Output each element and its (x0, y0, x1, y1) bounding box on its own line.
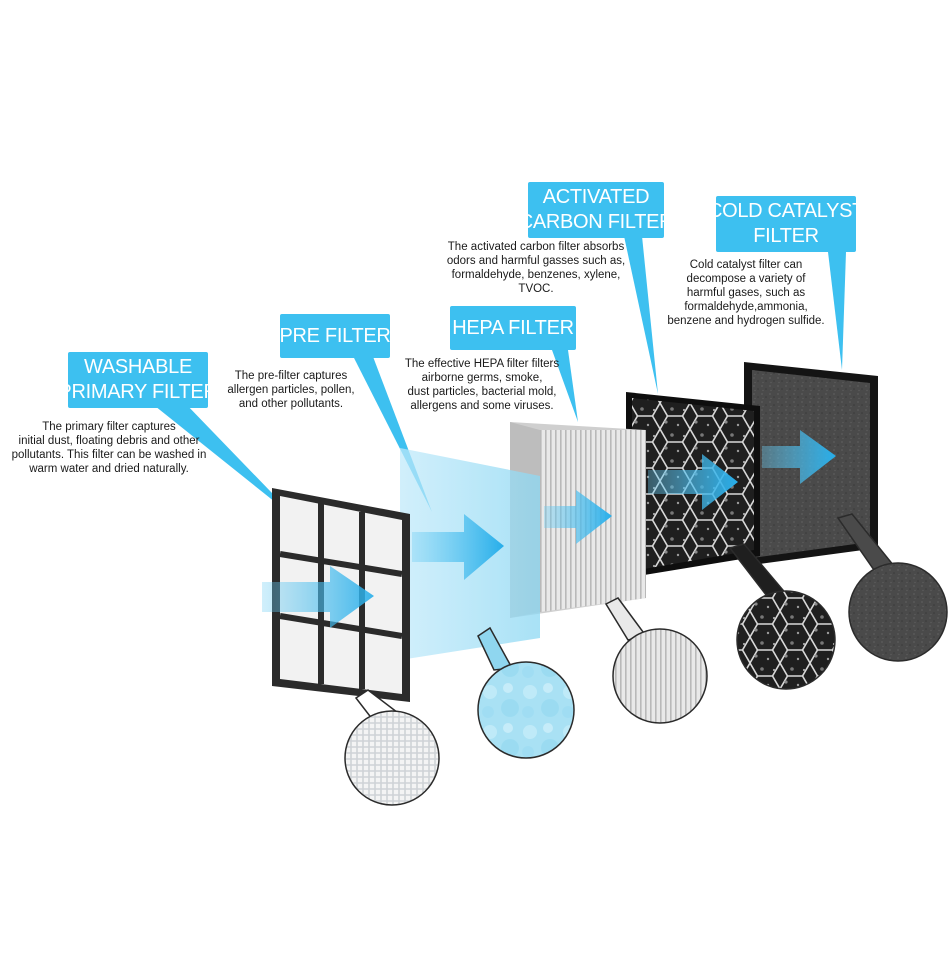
label-line: PRE FILTER (279, 324, 391, 347)
desc-line: warm water and dried naturally. (29, 463, 189, 475)
desc-line: Cold catalyst filter can (689, 259, 803, 271)
pre-filter-description: The pre-filter captures allergen particl… (216, 369, 366, 411)
desc-line: odors and harmful gasses such as, (446, 255, 626, 267)
label-line: ACTIVATED (542, 186, 650, 208)
desc-line: formaldehyde, benzenes, xylene, (451, 269, 621, 281)
label-line: HEPA FILTER (452, 316, 574, 339)
desc-line: The primary filter captures (42, 421, 176, 433)
desc-line: The effective HEPA filter filters (404, 358, 560, 370)
desc-line: pollutants. This filter can be washed in (11, 449, 207, 461)
cold-catalyst-filter-description: Cold catalyst filter can decompose a var… (656, 258, 836, 328)
pre-filter-label: PRE FILTER (279, 314, 391, 358)
desc-line: TVOC. (518, 283, 554, 295)
desc-line: allergen particles, pollen, (227, 384, 355, 396)
hepa-filter-label: HEPA FILTER (450, 306, 576, 350)
desc-line: dust particles, bacterial mold, (407, 386, 557, 398)
desc-line: formaldehyde,ammonia, (684, 301, 808, 313)
fiber-mesh-icon (477, 661, 575, 759)
washable-primary-filter-label: WASHABLE PRIMARY FILTER (58, 352, 218, 408)
desc-line: initial dust, floating debris and other (18, 435, 200, 447)
washable-primary-filter-description: The primary filter captures initial dust… (4, 420, 214, 476)
honeycomb-carbon-icon (736, 590, 836, 690)
label-line: CARBON FILTER (518, 211, 674, 233)
activated-carbon-filter-label: ACTIVATED CARBON FILTER (519, 182, 674, 238)
label-line: PRIMARY FILTER (58, 381, 218, 403)
hepa-filter-description: The effective HEPA filter filters airbor… (392, 357, 572, 413)
desc-line: airborne germs, smoke, (421, 372, 543, 384)
activated-carbon-filter-description: The activated carbon filter absorbs odor… (436, 240, 636, 296)
cold-catalyst-filter-label: COLD CATALYST FILTER (708, 196, 864, 252)
desc-line: benzene and hydrogen sulfide. (667, 315, 825, 327)
label-line: WASHABLE (83, 356, 192, 378)
desc-line: allergens and some viruses. (410, 400, 554, 412)
pleated-media-icon (612, 628, 708, 724)
airflow-arrows (262, 430, 836, 628)
porous-foam-icon (848, 562, 948, 662)
desc-line: The pre-filter captures (234, 370, 348, 382)
desc-line: The activated carbon filter absorbs (447, 241, 625, 253)
desc-line: and other pollutants. (238, 398, 344, 410)
grid-mesh-icon (344, 710, 440, 806)
desc-line: decompose a variety of (686, 273, 806, 285)
label-line: FILTER (753, 225, 819, 247)
label-line: COLD CATALYST (707, 200, 865, 222)
desc-line: harmful gases, such as (686, 287, 806, 299)
